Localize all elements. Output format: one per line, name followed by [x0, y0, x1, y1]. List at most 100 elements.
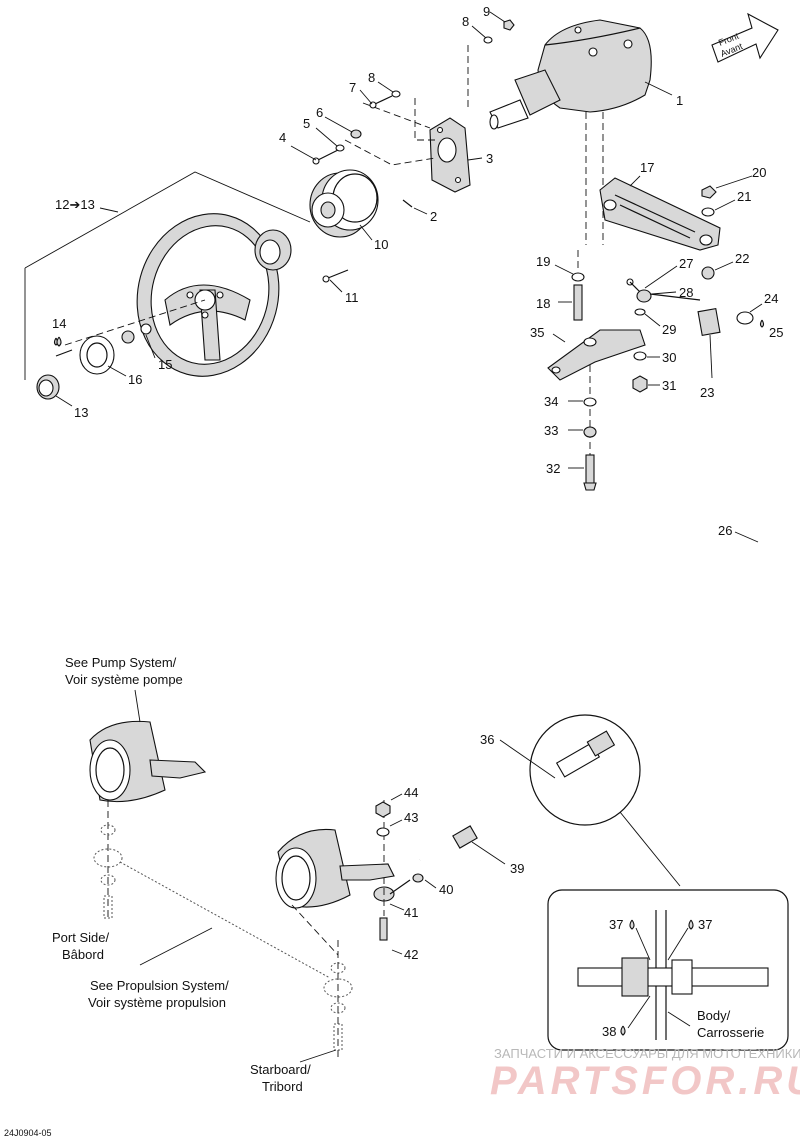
- washer-8: [391, 90, 401, 98]
- callout-32: 32: [546, 461, 560, 476]
- grease-icon-37b: [688, 919, 694, 930]
- callout-41: 41: [404, 905, 418, 920]
- washer-5: [335, 144, 345, 152]
- note-prop-1: See Propulsion System/: [90, 978, 229, 993]
- bolt-32: [568, 454, 597, 491]
- washer-34: [583, 397, 597, 407]
- nut-20: [701, 185, 717, 199]
- grease-icon-14: [56, 336, 62, 347]
- washer-43: [376, 827, 390, 837]
- callout-22: 22: [735, 251, 749, 266]
- screw-4: [290, 145, 339, 165]
- callout-3: 3: [486, 151, 493, 166]
- washer-8b: [483, 36, 493, 44]
- screw-11: [322, 269, 349, 293]
- seal-24: [736, 311, 754, 325]
- nut-44: [375, 801, 391, 818]
- callout-42: 42: [404, 947, 418, 962]
- callout-17: 17: [640, 160, 654, 175]
- note-pump-2: Voir système pompe: [65, 672, 183, 687]
- detail-inset: [547, 889, 789, 1051]
- bolt-18: [558, 284, 583, 321]
- callout-27: 27: [679, 256, 693, 271]
- note-port-2: Bâbord: [62, 947, 104, 962]
- cable-fitting-23: [697, 307, 721, 379]
- washer-15: [140, 323, 152, 335]
- callout-10: 10: [374, 237, 388, 252]
- callout-18: 18: [536, 296, 550, 311]
- callout-37a: 37: [609, 917, 623, 932]
- callout-4: 4: [279, 130, 286, 145]
- callout-15: 15: [158, 357, 172, 372]
- note-body-1: Body/: [697, 1008, 731, 1023]
- callout-19: 19: [536, 254, 550, 269]
- callout-11: 11: [345, 290, 359, 305]
- callout-30: 30: [662, 350, 676, 365]
- callout-36: 36: [480, 732, 494, 747]
- callout-39: 39: [510, 861, 524, 876]
- callout-24: 24: [764, 291, 778, 306]
- grease-icon-37a: [629, 919, 635, 930]
- note-body-2: Carrosserie: [697, 1025, 764, 1040]
- washer-19: [571, 272, 585, 282]
- washer-21: [701, 207, 715, 217]
- spacer-22: [701, 266, 715, 280]
- bracket-35: [547, 329, 646, 381]
- cable-thread: [499, 730, 616, 779]
- diagram-code: 24J0904-05: [4, 1128, 52, 1138]
- watermark-text: ЗАПЧАСТИ И АКСЕССУАРЫ ДЛЯ МОТОТЕХНИКИ: [494, 1046, 800, 1061]
- cap-13: [36, 374, 73, 407]
- callout-5: 5: [303, 116, 310, 131]
- callout-43: 43: [404, 810, 418, 825]
- screw-7: [369, 95, 393, 109]
- nut-40: [412, 873, 424, 883]
- pin-2: [402, 199, 413, 208]
- wheel-adapter: [254, 229, 292, 271]
- nozzle-lower: [275, 828, 395, 909]
- callout-26: 26: [718, 523, 732, 538]
- washer-33: [583, 426, 597, 438]
- nozzle-upper: [89, 720, 207, 803]
- washer-6: [350, 129, 362, 139]
- grease-icon: [759, 319, 765, 328]
- callout-8a: 8: [368, 70, 375, 85]
- detail-circle: [529, 714, 641, 826]
- bolt-42: [379, 917, 403, 955]
- callout-25: 25: [769, 325, 783, 340]
- note-starboard-2: Tribord: [262, 1079, 303, 1094]
- callout-34: 34: [544, 394, 558, 409]
- callout-6: 6: [316, 105, 323, 120]
- callout-31: 31: [662, 378, 676, 393]
- note-pump-1: See Pump System/: [65, 655, 177, 670]
- ball-joint: [626, 265, 701, 303]
- ring-plate-16: [79, 335, 127, 377]
- linkage-rod: [93, 800, 353, 1060]
- nut-9: [503, 19, 515, 31]
- callout-40: 40: [439, 882, 453, 897]
- callout-14: 14: [52, 316, 66, 331]
- callout-37b: 37: [698, 917, 712, 932]
- steering-cable: [419, 337, 769, 861]
- callout-35: 35: [530, 325, 544, 340]
- grease-icon-38: [620, 1025, 626, 1036]
- mounting-plate: [429, 117, 483, 193]
- steering-wheel: [136, 213, 280, 377]
- note-starboard-1: Starboard/: [250, 1062, 311, 1077]
- callout-8b: 8: [462, 14, 469, 29]
- callout-23: 23: [700, 385, 714, 400]
- washer-29: [634, 308, 646, 316]
- callout-7: 7: [349, 80, 356, 95]
- callout-13: 13: [74, 405, 88, 420]
- note-prop-2: Voir système propulsion: [88, 995, 226, 1010]
- nut-16: [121, 330, 135, 344]
- callout-28: 28: [679, 285, 693, 300]
- callout-29: 29: [662, 322, 676, 337]
- nut-31: [632, 375, 648, 393]
- bracket-17: [599, 175, 721, 251]
- watermark-logo: PARTSFOR.RU: [490, 1059, 800, 1103]
- callout-20: 20: [752, 165, 766, 180]
- callout-44: 44: [404, 785, 418, 800]
- steering-housing: [489, 19, 673, 130]
- cable-end-39: [452, 825, 506, 865]
